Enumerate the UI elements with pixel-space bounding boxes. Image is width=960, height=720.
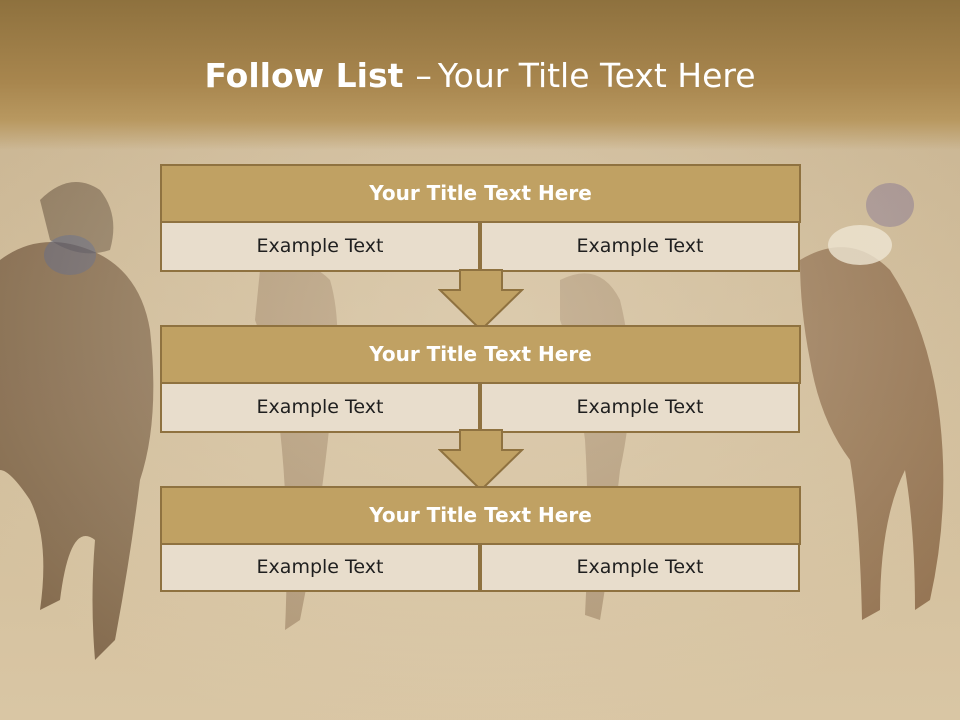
step-3-left-text: Example Text [160, 543, 480, 592]
title-bold: Follow List [204, 56, 404, 95]
header-band [0, 0, 960, 150]
step-title-2: Your Title Text Here [160, 325, 801, 384]
step-3-right-text: Example Text [480, 543, 800, 592]
step-title-3: Your Title Text Here [160, 486, 801, 545]
step-2-right-text: Example Text [480, 382, 800, 433]
title-separator: – [415, 56, 432, 95]
down-arrow-icon [438, 429, 524, 492]
step-1-left-text: Example Text [160, 221, 480, 272]
down-arrow-icon [438, 269, 524, 332]
title-rest: Your Title Text Here [437, 56, 756, 95]
page-title: Follow List–Your Title Text Here [0, 52, 960, 100]
step-2-left-text: Example Text [160, 382, 480, 433]
step-1-right-text: Example Text [480, 221, 800, 272]
step-title-1: Your Title Text Here [160, 164, 801, 223]
